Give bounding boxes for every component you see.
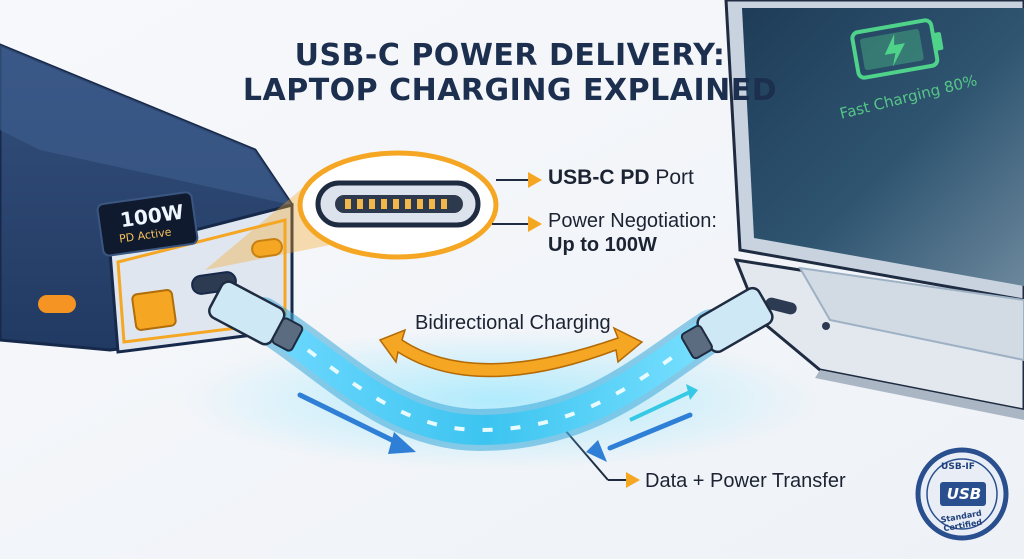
power-bank-button [38,295,76,313]
laptop-usbc-port [765,297,797,315]
badge-logo-text: USB [946,485,982,503]
callout-power-negotiation: Power Negotiation: Up to 100W [548,209,717,257]
right-connector [680,286,774,360]
usb-a-port [131,289,177,331]
laptop [724,0,1024,420]
power-bank [0,43,294,354]
callout-port-bold: USB-C PD [548,166,650,189]
page-title-line2: LAPTOP CHARGING EXPLAINED [242,73,778,108]
laptop-trackpad [798,266,1024,362]
left-connector [208,280,304,352]
callout-bidirectional-charging: Bidirectional Charging [415,312,611,334]
badge-top-text: USB-IF [941,462,975,472]
usb-c-cable [180,280,820,470]
callout-arrowheads [528,172,640,488]
callout-data-power-transfer: Data + Power Transfer [645,470,846,492]
port-zoom-callout [205,150,499,270]
page-title-line1: USB-C POWER DELIVERY: [294,38,726,73]
laptop-screen [742,8,1024,286]
bidirectional-arrow [378,326,644,378]
battery-charging-icon [850,18,944,80]
power-bank-display [96,191,199,257]
callout-port-rest: Port [649,166,694,189]
callout-usbc-pd-port: USB-C PD Port [548,166,694,190]
callout-negotiation-line2: Up to 100W [548,234,657,256]
flow-arrows [297,392,693,451]
usb-if-certified-badge [915,447,1009,541]
callout-negotiation-line1: Power Negotiation: [548,210,717,232]
usb-c-port-bank-2 [251,238,283,258]
